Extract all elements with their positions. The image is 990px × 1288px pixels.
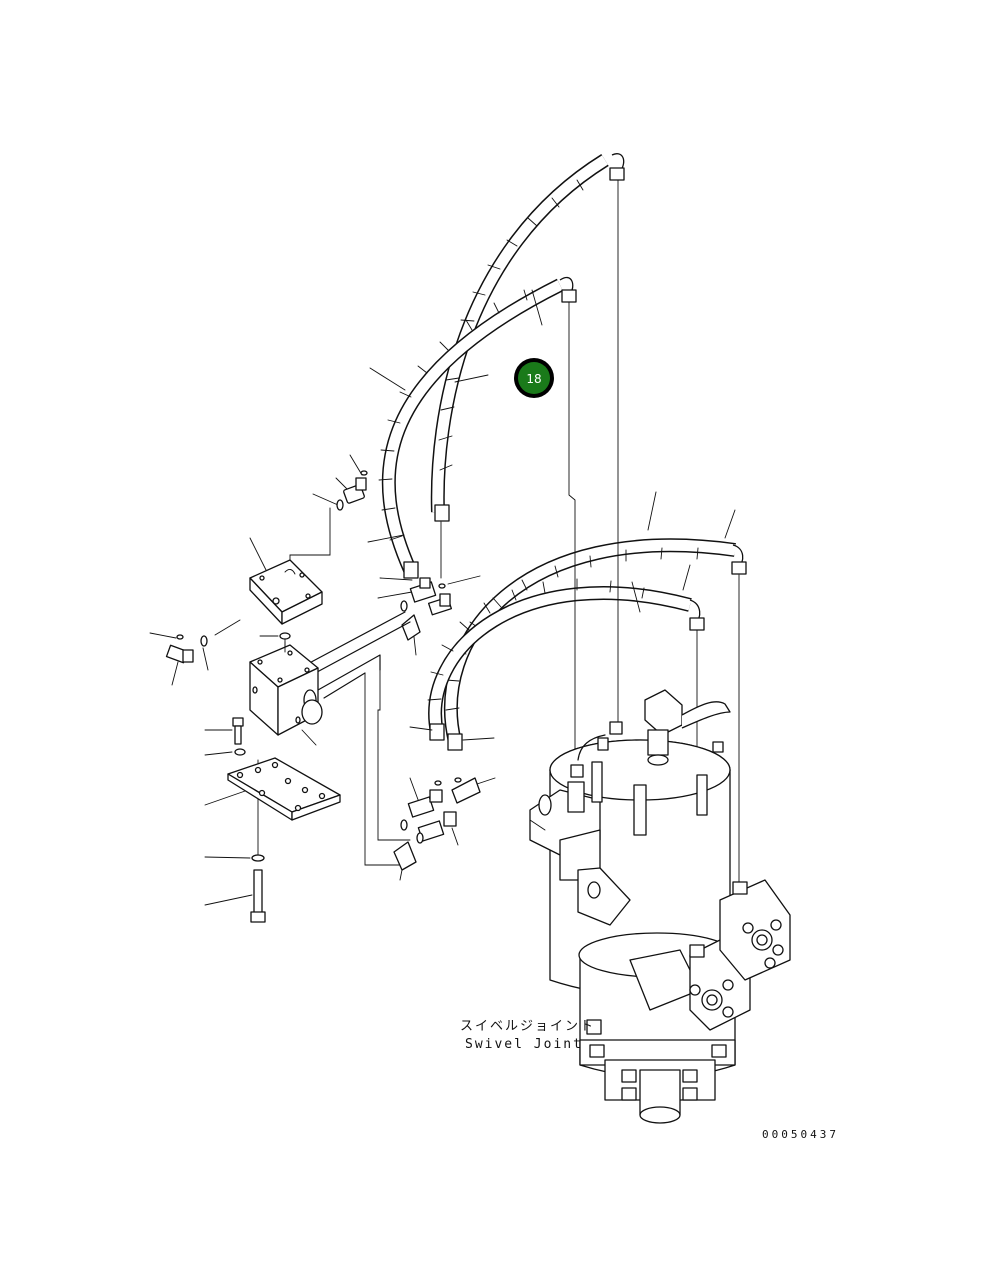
drawing-code: 00050437 — [762, 1128, 839, 1141]
label-en: Swivel Joint — [465, 1037, 583, 1052]
fitting-lower-upper — [407, 777, 481, 818]
callout-fill — [518, 362, 550, 394]
callout-number: 18 — [526, 372, 541, 386]
swivel-joint-label: スイベルジョイント Swivel Joint — [460, 1019, 595, 1052]
fitting-lower-lower — [393, 811, 457, 871]
steel-pipe-upper — [299, 611, 411, 699]
label-jp: スイベルジョイント — [460, 1019, 595, 1034]
fitting-elbow-left — [165, 634, 208, 664]
hose-short-outer — [378, 276, 577, 579]
leader-lines — [149, 289, 736, 906]
callout-marker-18[interactable]: 18 — [514, 358, 554, 398]
fitting-tee-middle — [400, 577, 453, 641]
mounting-plate-small — [249, 559, 323, 625]
sensor-plug — [644, 689, 731, 766]
swivel-joint — [529, 689, 791, 1124]
bracket-plate — [227, 757, 341, 821]
fitting-elbow-upper — [336, 470, 368, 511]
bolt-lower — [250, 854, 266, 923]
hose-lower-inner — [427, 578, 705, 741]
valve-block — [249, 632, 323, 736]
bolt-upper — [232, 717, 246, 756]
hose-lower-outer — [444, 538, 747, 751]
hose-fitting-top — [609, 167, 625, 181]
